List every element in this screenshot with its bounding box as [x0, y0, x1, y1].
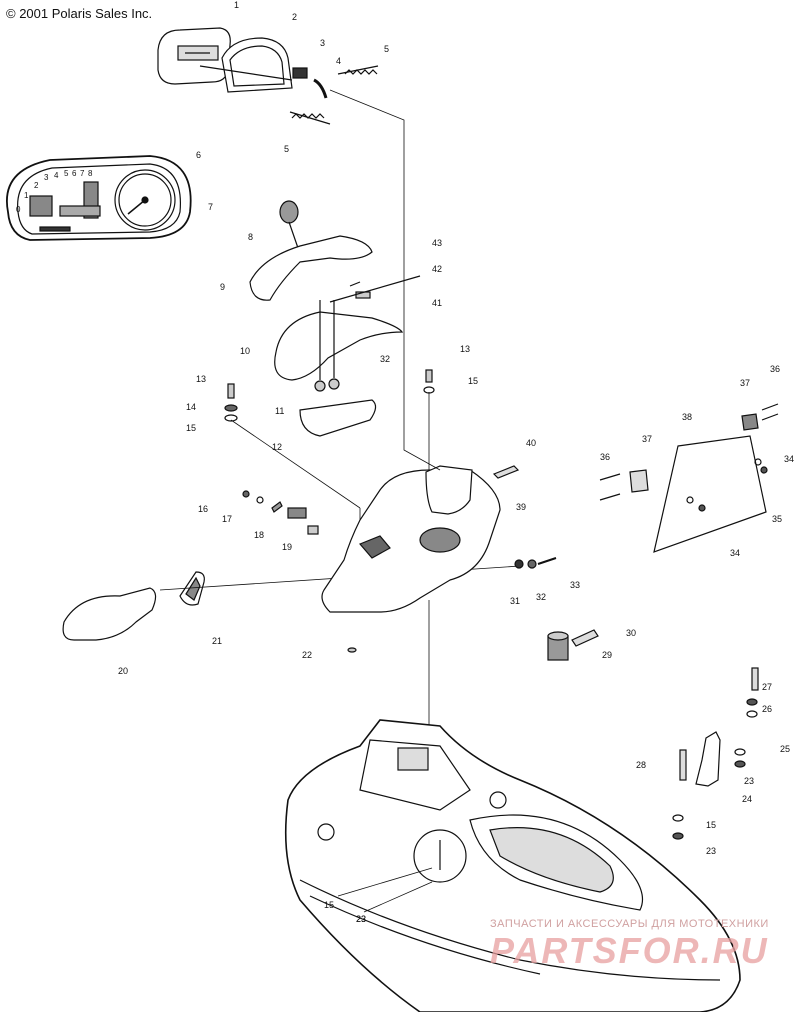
gauge-digit: 8: [88, 169, 93, 178]
callout-8: 8: [248, 232, 253, 242]
part-2-lens: [199, 37, 293, 93]
part-10-middle-shroud: [274, 311, 404, 381]
callout-39: 39: [516, 502, 526, 512]
callout-labels: 1 2 3 4 5 5 6 7 8 9 10 11 12 13 14 15 16…: [118, 0, 794, 924]
center-hardware-stack: [423, 369, 435, 470]
gauge-cluster: [6, 155, 192, 241]
callout-4: 4: [336, 56, 341, 66]
callout-33: 33: [570, 580, 580, 590]
callout-23-bottom: 23: [356, 914, 366, 924]
callout-15: 15: [186, 423, 196, 433]
callout-37: 37: [740, 378, 750, 388]
part-5-spring-lower: [289, 111, 331, 125]
part-39-console: [321, 465, 501, 653]
gauge-digit: 5: [64, 169, 69, 178]
hull-body: [284, 719, 741, 1013]
callout-24: 24: [742, 794, 752, 804]
callout-15: 15: [468, 376, 478, 386]
part-9-upper-shroud: [249, 235, 373, 301]
parts-16-19-hardware: [242, 490, 319, 535]
callout-18: 18: [254, 530, 264, 540]
callout-32: 32: [380, 354, 390, 364]
callout-31: 31: [510, 596, 520, 606]
top-leader-line: [329, 89, 441, 471]
parts-41-43-hardware: [329, 275, 421, 303]
callout-40: 40: [526, 438, 536, 448]
part-11-fasteners: [314, 300, 340, 392]
parts-29-30-socket: [547, 629, 599, 661]
part-4-spring: [313, 78, 328, 99]
right-bracket-hardware: [672, 667, 759, 840]
callout-32: 32: [536, 592, 546, 602]
callout-15: 15: [324, 900, 334, 910]
callout-15: 15: [706, 820, 716, 830]
callout-5: 5: [284, 144, 289, 154]
callout-13: 13: [460, 344, 470, 354]
callout-3: 3: [320, 38, 325, 48]
callout-42: 42: [432, 264, 442, 274]
callout-11: 11: [275, 406, 284, 416]
callout-20: 20: [118, 666, 128, 676]
gauge-digit: 4: [54, 171, 59, 180]
part-5-spring-upper: [337, 65, 379, 75]
callout-23: 23: [356, 914, 366, 924]
callout-41: 41: [432, 298, 442, 308]
watermark-logo: PARTSFOR.RU: [490, 930, 769, 971]
leader-23: [363, 881, 433, 913]
callout-30: 30: [626, 628, 636, 638]
callout-36: 36: [600, 452, 610, 462]
callout-26: 26: [762, 704, 772, 714]
callout-25: 25: [780, 744, 790, 754]
part-3-clip: [292, 67, 308, 79]
callout-27: 27: [762, 682, 772, 692]
callout-34: 34: [730, 548, 740, 558]
callout-36: 36: [770, 364, 780, 374]
callout-37: 37: [642, 434, 652, 444]
callout-9: 9: [220, 282, 225, 292]
callout-19: 19: [282, 542, 292, 552]
callout-28: 28: [636, 760, 646, 770]
callout-43: 43: [432, 238, 442, 248]
callout-35: 35: [772, 514, 782, 524]
callout-13: 13: [196, 374, 206, 384]
callout-10: 10: [240, 346, 250, 356]
part-1-bezel: [157, 27, 231, 85]
callout-21: 21: [212, 636, 222, 646]
callout-23: 23: [706, 846, 716, 856]
callout-5: 5: [384, 44, 389, 54]
gauge-digit: 7: [80, 169, 85, 178]
gauge-digit: 3: [44, 173, 49, 182]
callout-12: 12: [272, 442, 282, 452]
leader-15: [337, 867, 433, 897]
callout-1: 1: [234, 0, 239, 10]
part-21-mirror-mount: [179, 571, 205, 606]
callout-2: 2: [292, 12, 297, 22]
gauge-digit-zero: 0: [16, 205, 21, 214]
parts-31-33-hardware: [514, 557, 557, 569]
callout-17: 17: [222, 514, 232, 524]
parts-34-38-side-panel: [599, 403, 779, 553]
callout-6: 6: [196, 150, 201, 160]
watermark-subtitle: ЗАПЧАСТИ И АКСЕССУАРЫ ДЛЯ МОТОТЕХНИКИ: [490, 918, 769, 930]
callout-16: 16: [198, 504, 208, 514]
callout-14: 14: [186, 402, 196, 412]
part-20-mirror: [62, 587, 157, 641]
gauge-digit: 2: [34, 181, 39, 190]
gauge-digits: 0 1 2 3 4 5 6 7 8: [16, 169, 93, 214]
callout-22: 22: [302, 650, 312, 660]
part-40-fitting: [492, 465, 520, 479]
callout-34: 34: [784, 454, 794, 464]
callout-29: 29: [602, 650, 612, 660]
copyright-notice: © 2001 Polaris Sales Inc.: [6, 6, 153, 21]
part-12-plate: [299, 399, 377, 437]
part-8-knob: [279, 200, 299, 249]
gauge-digit: 1: [24, 191, 29, 200]
callout-7: 7: [208, 202, 213, 212]
callout-38: 38: [682, 412, 692, 422]
gauge-digit: 6: [72, 169, 77, 178]
callout-23: 23: [744, 776, 754, 786]
